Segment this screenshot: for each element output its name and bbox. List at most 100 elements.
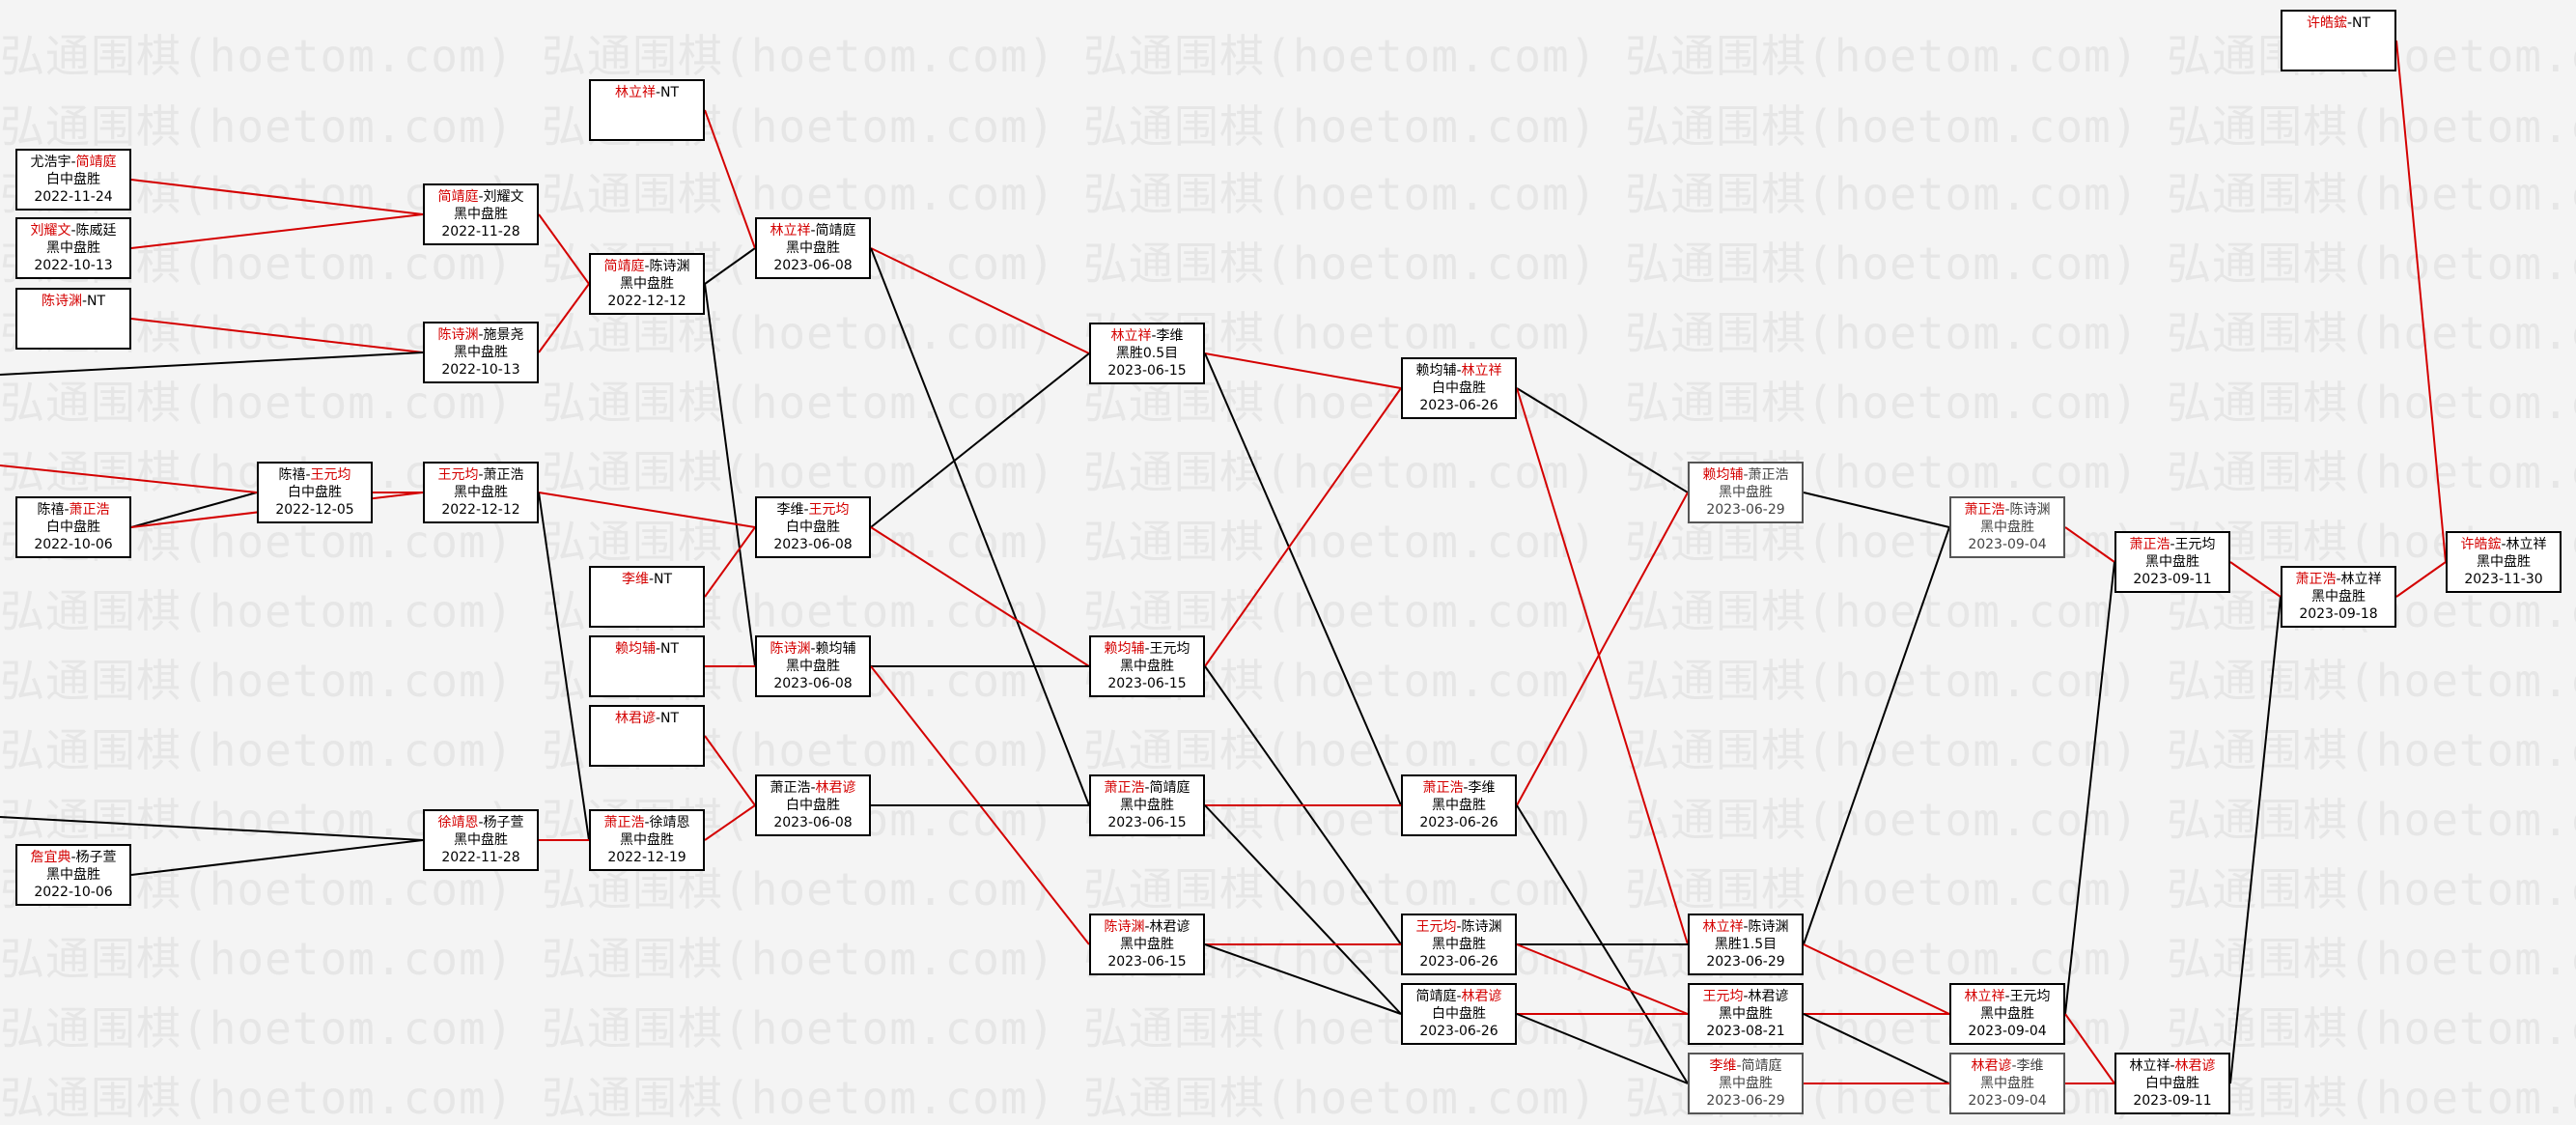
bracket-connector xyxy=(130,839,424,876)
match-result: 白中盘胜 xyxy=(786,798,840,813)
bracket-connector xyxy=(130,318,424,353)
match-node[interactable]: 林立祥-NT xyxy=(589,79,705,141)
match-result: 黑中盘胜 xyxy=(786,659,840,674)
bracket-connector xyxy=(2064,1013,2115,1084)
match-node[interactable]: 赖均辅-NT xyxy=(589,635,705,697)
match-players: 萧正浩-王元均 xyxy=(2116,536,2228,553)
match-players: 林立祥-李维 xyxy=(1091,327,1203,345)
match-result: 黑中盘胜 xyxy=(1719,485,1773,500)
winner-name: 林立祥 xyxy=(770,223,811,239)
winner-name: 刘耀文 xyxy=(30,223,71,239)
match-players: 许皓鋐-林立祥 xyxy=(2448,536,2560,553)
match-result: 白中盘胜 xyxy=(2145,1076,2199,1091)
match-players: 萧正浩-徐靖恩 xyxy=(591,814,703,831)
match-result: 黑中盘胜 xyxy=(1719,1006,1773,1022)
match-node[interactable]: 陈诗渊-NT xyxy=(15,288,131,350)
match-date: 2022-10-13 xyxy=(34,258,113,273)
match-node[interactable]: 许皓鋐-NT xyxy=(2281,10,2396,71)
match-date: 2022-10-06 xyxy=(34,537,113,552)
winner-name: 林立祥 xyxy=(1461,363,1502,379)
winner-name: 赖均辅 xyxy=(1104,641,1145,657)
winner-name: 萧正浩 xyxy=(603,815,645,830)
match-result: 白中盘胜 xyxy=(288,485,342,500)
match-date: 2023-06-08 xyxy=(773,815,853,830)
match-date: 2022-10-06 xyxy=(34,885,113,900)
player-name: 尤浩宇- xyxy=(30,155,76,170)
player-name: -林君谚 xyxy=(1743,989,1789,1004)
winner-name: 王元均 xyxy=(808,502,850,518)
match-node[interactable]: 萧正浩-林君谚白中盘胜 2023-06-08 xyxy=(755,774,871,836)
winner-name: 王元均 xyxy=(310,467,351,483)
winner-name: 陈诗渊 xyxy=(1104,919,1145,935)
match-date: 2022-12-05 xyxy=(275,502,354,518)
match-players: 詹宜典-杨子萱 xyxy=(17,849,129,866)
winner-name: 李维 xyxy=(621,572,649,587)
match-result: 黑中盘胜 xyxy=(2145,554,2199,570)
match-node[interactable]: 林君谚-NT xyxy=(589,705,705,767)
player-name: 林立祥- xyxy=(2129,1058,2175,1074)
match-players: 陈禧-萧正浩 xyxy=(17,501,129,519)
match-date: 2023-06-26 xyxy=(1419,1024,1498,1039)
winner-name: 林君谚 xyxy=(1971,1058,2012,1074)
match-node[interactable]: 刘耀文-陈威廷黑中盘胜 2022-10-13 xyxy=(15,217,131,279)
match-node[interactable]: 李维-NT xyxy=(589,566,705,628)
match-players: 陈诗渊-NT xyxy=(17,293,129,310)
winner-name: 萧正浩 xyxy=(2129,537,2170,552)
player-name: -王元均 xyxy=(2170,537,2216,552)
match-players: 林立祥-王元均 xyxy=(1951,988,2063,1005)
match-date: 2023-06-08 xyxy=(773,258,853,273)
match-players: 萧正浩-林君谚 xyxy=(757,779,869,797)
match-date: 2022-10-13 xyxy=(441,362,520,378)
match-result: 黑中盘胜 xyxy=(46,240,100,256)
winner-name: 林立祥 xyxy=(614,85,656,100)
match-result: 黑中盘胜 xyxy=(1120,937,1174,952)
player-name: -王元均 xyxy=(1144,641,1190,657)
player-name: -萧正浩 xyxy=(1743,467,1789,483)
match-result: 白中盘胜 xyxy=(46,172,100,187)
match-date: 2023-06-08 xyxy=(773,676,853,691)
winner-name: 萧正浩 xyxy=(2295,572,2337,587)
match-players: 林君谚-李维 xyxy=(1951,1057,2063,1075)
bracket-connector xyxy=(538,213,590,285)
bracket-connector xyxy=(130,213,424,249)
winner-name: 林立祥 xyxy=(1702,919,1744,935)
player-name: -陈威廷 xyxy=(70,223,117,239)
player-name: 陈禧- xyxy=(278,467,311,483)
bracket-connector xyxy=(1803,943,1950,1015)
match-node[interactable]: 陈禧-王元均白中盘胜 2022-12-05 xyxy=(257,462,373,523)
player-name: 赖均辅- xyxy=(1415,363,1462,379)
match-date: 2023-08-21 xyxy=(1706,1024,1785,1039)
match-players: 萧正浩-简靖庭 xyxy=(1091,779,1203,797)
